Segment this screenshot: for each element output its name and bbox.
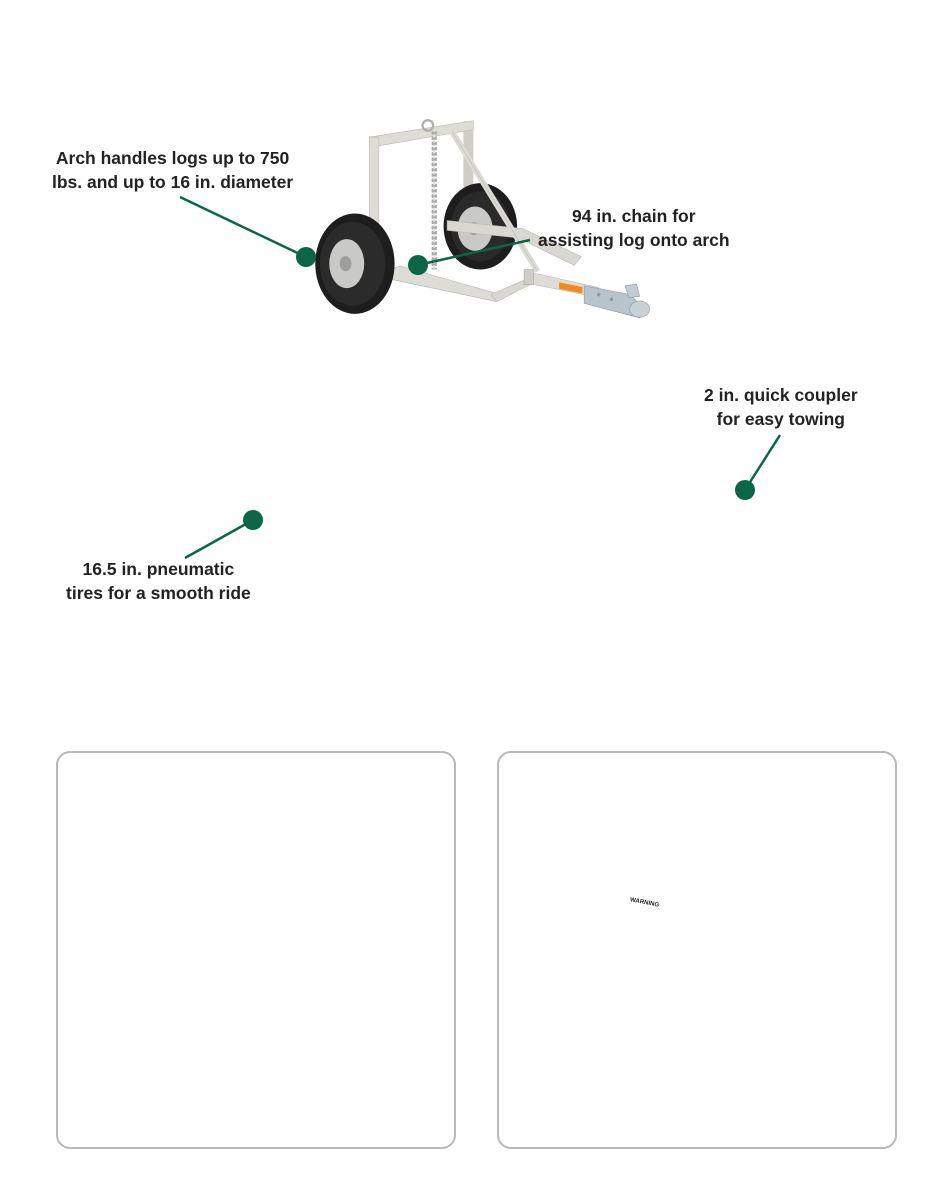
chain-callout-line-2: assisting log onto arch [538, 230, 730, 250]
tires-callout-line-1: 16.5 in. pneumatic [82, 559, 235, 579]
coupler-callout-line-1: 2 in. quick coupler [704, 385, 858, 405]
tire-callout-dot [243, 510, 263, 530]
arch-callout-line-2: lbs. and up to 16 in. diameter [52, 172, 294, 192]
tires-callout-line-2: tires for a smooth ride [66, 583, 251, 603]
callout-lines [179, 195, 782, 560]
chain-callout-line-1: 94 in. chain for [572, 206, 696, 226]
arch-callout-dot [296, 247, 316, 267]
arch-callout: Arch handles logs up to 750 lbs. and up … [52, 146, 293, 194]
log-arch-product-image [179, 0, 782, 560]
warning-label-text: WARNING [629, 896, 660, 909]
chain-callout: 94 in. chain for assisting log onto arch [538, 204, 730, 252]
coupler-callout-line-2: for easy towing [716, 409, 845, 429]
chain-callout-dot [408, 255, 428, 275]
tires-callout: 16.5 in. pneumatic tires for a smooth ri… [66, 557, 251, 605]
detail-panel-wheels-chain [56, 751, 456, 1149]
detail-panel-coupler: WARNING [497, 751, 897, 1149]
coupler-callout: 2 in. quick coupler for easy towing [704, 383, 858, 431]
coupler-detail-image: WARNING [629, 896, 660, 909]
coupler-callout-dot [735, 480, 755, 500]
wheels-chain-detail-image [58, 753, 454, 1147]
arch-callout-line-1: Arch handles logs up to 750 [55, 148, 290, 168]
